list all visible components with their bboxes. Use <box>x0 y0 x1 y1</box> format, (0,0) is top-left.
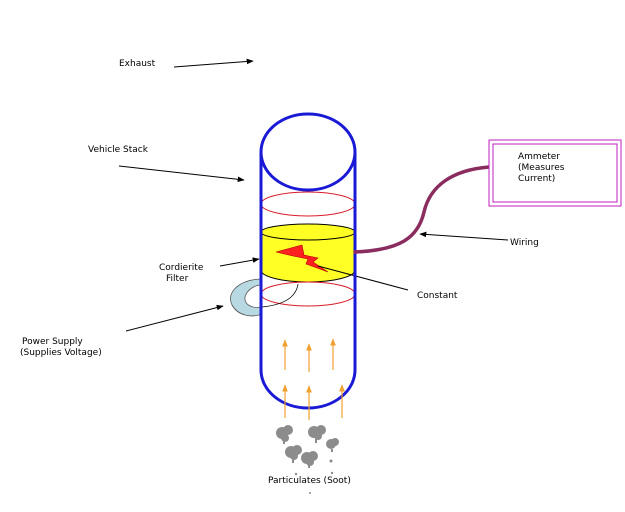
filter-top-ring <box>260 191 356 217</box>
vehicle-stack-arrow <box>118 165 245 183</box>
power-supply-arrow <box>125 304 224 332</box>
vehicle-stack-label: Vehicle Stack <box>88 145 149 155</box>
cordierite-arrow <box>219 257 260 267</box>
wiring-cable <box>353 165 491 254</box>
stack-top <box>259 112 357 192</box>
constant-wire <box>317 265 409 291</box>
ammeter-label-line2: (Measures <box>518 163 565 173</box>
soot-particle <box>301 451 318 468</box>
cordierite-label-line1: Cordierite <box>159 263 204 273</box>
soot-particle <box>326 438 339 452</box>
wiring-arrow <box>419 231 509 241</box>
particulates-label: Particulates (Soot) <box>268 476 351 486</box>
soot-particle <box>276 425 293 444</box>
cordierite-filter-top <box>260 223 356 241</box>
wiring-label: Wiring <box>510 238 539 248</box>
soot-particles <box>276 425 339 494</box>
power-supply-label-line2: (Supplies Voltage) <box>20 348 102 358</box>
soot-particle <box>308 425 326 443</box>
stack-body <box>259 152 357 410</box>
exhaust-label: Exhaust <box>119 59 156 69</box>
power-supply-lead <box>261 283 299 308</box>
soot-particle <box>285 445 302 463</box>
ammeter-label-line3: Current) <box>518 174 555 184</box>
soot-speck <box>329 459 333 463</box>
exhaust-arrow <box>173 58 254 68</box>
power-supply-label-line1: Power Supply <box>22 337 83 347</box>
ammeter-label-line1: Ammeter <box>518 152 560 162</box>
constant-label: Constant <box>417 291 458 301</box>
filter-bottom-ring <box>260 281 356 307</box>
cordierite-label-line2: Filter <box>166 274 189 284</box>
ammeter-box-inner <box>492 143 618 203</box>
power-supply-icon <box>230 278 263 317</box>
soot-speck <box>309 492 311 494</box>
ammeter-box-outer <box>488 139 622 207</box>
soot-speck <box>294 472 298 476</box>
soot-speck <box>330 471 334 475</box>
